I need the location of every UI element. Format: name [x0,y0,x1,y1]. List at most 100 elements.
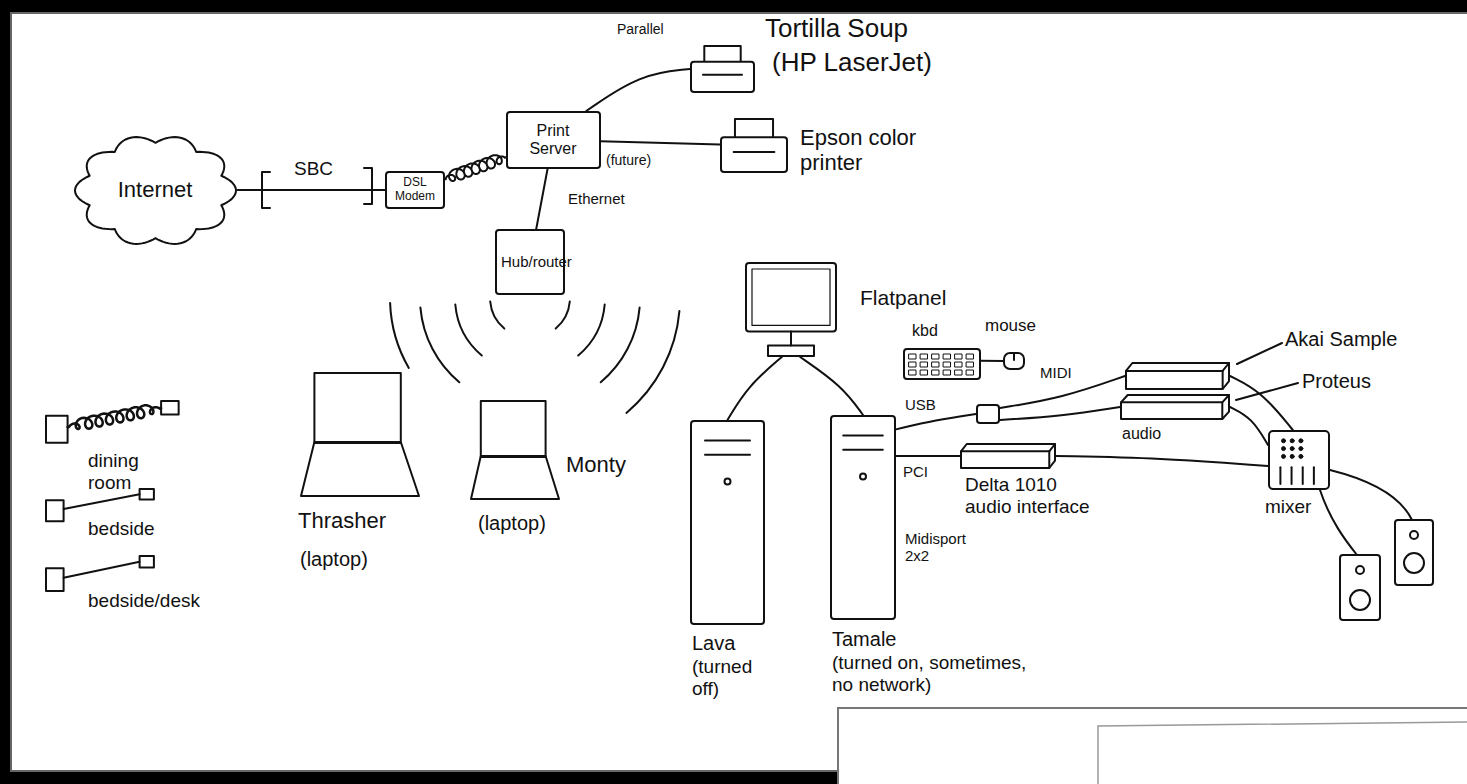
laptop-node: Monty(laptop) [470,400,626,535]
laptop-base [301,442,419,496]
wireless-wave [390,303,409,368]
node-label: bedside [88,518,155,540]
cable-line [586,69,690,111]
mixer-fader [1313,467,1315,484]
laptop-screen [481,401,546,457]
edge-label: SBC [292,158,335,179]
monitor-glass [752,269,830,325]
node-label: (turned on, sometimes, no network) [832,652,1037,696]
wireless-wave [626,311,679,413]
cable-line [981,360,1003,362]
edge-label: Ethernet [566,190,627,207]
rect-icon [976,404,1000,424]
monitor-screen [746,263,836,331]
phone-icon [45,555,155,593]
panel-line [1098,722,1467,784]
modem-box: DSL Modem [385,171,445,209]
device-box [977,405,999,423]
monitor-base [768,346,814,356]
cable-line [1056,456,1268,466]
phone-node: bedside/desk [45,555,200,612]
cable-line [896,455,960,457]
keyboard-node: kbd [903,322,981,380]
keyboard-key [967,370,974,375]
edge-label: PCI [901,463,930,480]
wireless-wave [601,308,640,383]
audio-interface-node: Delta 1010 audio interface [960,443,1100,518]
printer-icon [720,118,788,173]
box3d-icon [1120,394,1230,420]
node-label: DSL Modem [390,176,440,204]
keyboard-key [944,370,951,375]
printer-node: Tortilla Soup(HP LaserJet) [690,14,932,93]
phone-cord [64,562,140,578]
keyboard-key [932,354,939,359]
keyboard-icon [903,348,981,380]
phone-handset [161,401,179,415]
device-box [496,230,564,294]
mixer-fader [1279,467,1281,484]
node-label: Hub/router [501,253,559,270]
node-label: Epson color printer [800,125,940,176]
mouse-body [1004,353,1024,369]
phone-base [46,568,64,591]
keyboard-key [921,362,928,367]
cable-line [1000,407,1120,420]
phone-node: bedside [45,488,155,540]
phone-icon [45,400,180,445]
tower-drive [705,440,750,442]
wireless-wave [420,308,459,383]
node-label: mixer [1265,496,1311,518]
mixer-knob [1282,439,1286,443]
mixer-fader [1302,467,1304,484]
keyboard-key [921,354,928,359]
printer-slot [734,151,775,153]
leader-line [1237,343,1282,364]
laptop-base [471,456,559,499]
keyboard-key [921,370,928,375]
unit-top [961,444,1055,451]
node-label: Flatpanel [860,286,946,310]
unit-side [1222,395,1229,419]
phone-icon [45,488,155,523]
node-label: Tortilla Soup [765,14,908,44]
printer-slot [703,74,742,76]
mouse-node: mouse [985,316,1036,370]
phone-cord [68,405,162,429]
unit-top [1126,363,1229,371]
keyboard-key [944,354,951,359]
mixer-knob [1282,454,1286,458]
keyboard-key [909,362,916,367]
laptop-node: Thrasher(laptop) [298,372,420,571]
node-label: Midisport 2x2 [905,530,985,565]
cable-line [601,141,721,144]
edge-label: MIDI [1038,364,1074,381]
phone-base [46,416,68,443]
wireless-wave [455,305,482,356]
node-label: Internet [118,177,193,202]
tower-drive [843,449,883,451]
print-server-box: Print Server [506,111,601,169]
tower-node: Lava(turned off) [690,420,777,700]
node-label: Proteus [1302,370,1371,393]
mixer-knob [1299,439,1303,443]
cloud-outline [75,137,236,244]
line-bracket [364,168,372,204]
keyboard-key [932,370,939,375]
device-box [507,112,600,168]
keyboard-key [909,370,916,375]
keyboard-key [932,362,939,367]
edge-label: Parallel [615,21,666,37]
internet-cloud: Internet [73,133,238,248]
edge-label: USB [903,396,938,413]
unit-front [961,451,1049,468]
node-label: Akai Sample [1285,328,1397,351]
phone-handset [140,489,154,500]
keyboard-key [955,354,962,359]
mixer-knob [1282,447,1286,451]
node-label: (laptop) [300,548,368,571]
speaker-cone [1404,553,1424,573]
node-label: Lava [692,632,735,655]
printer-body [721,137,787,172]
speaker-tweeter [1356,566,1364,574]
